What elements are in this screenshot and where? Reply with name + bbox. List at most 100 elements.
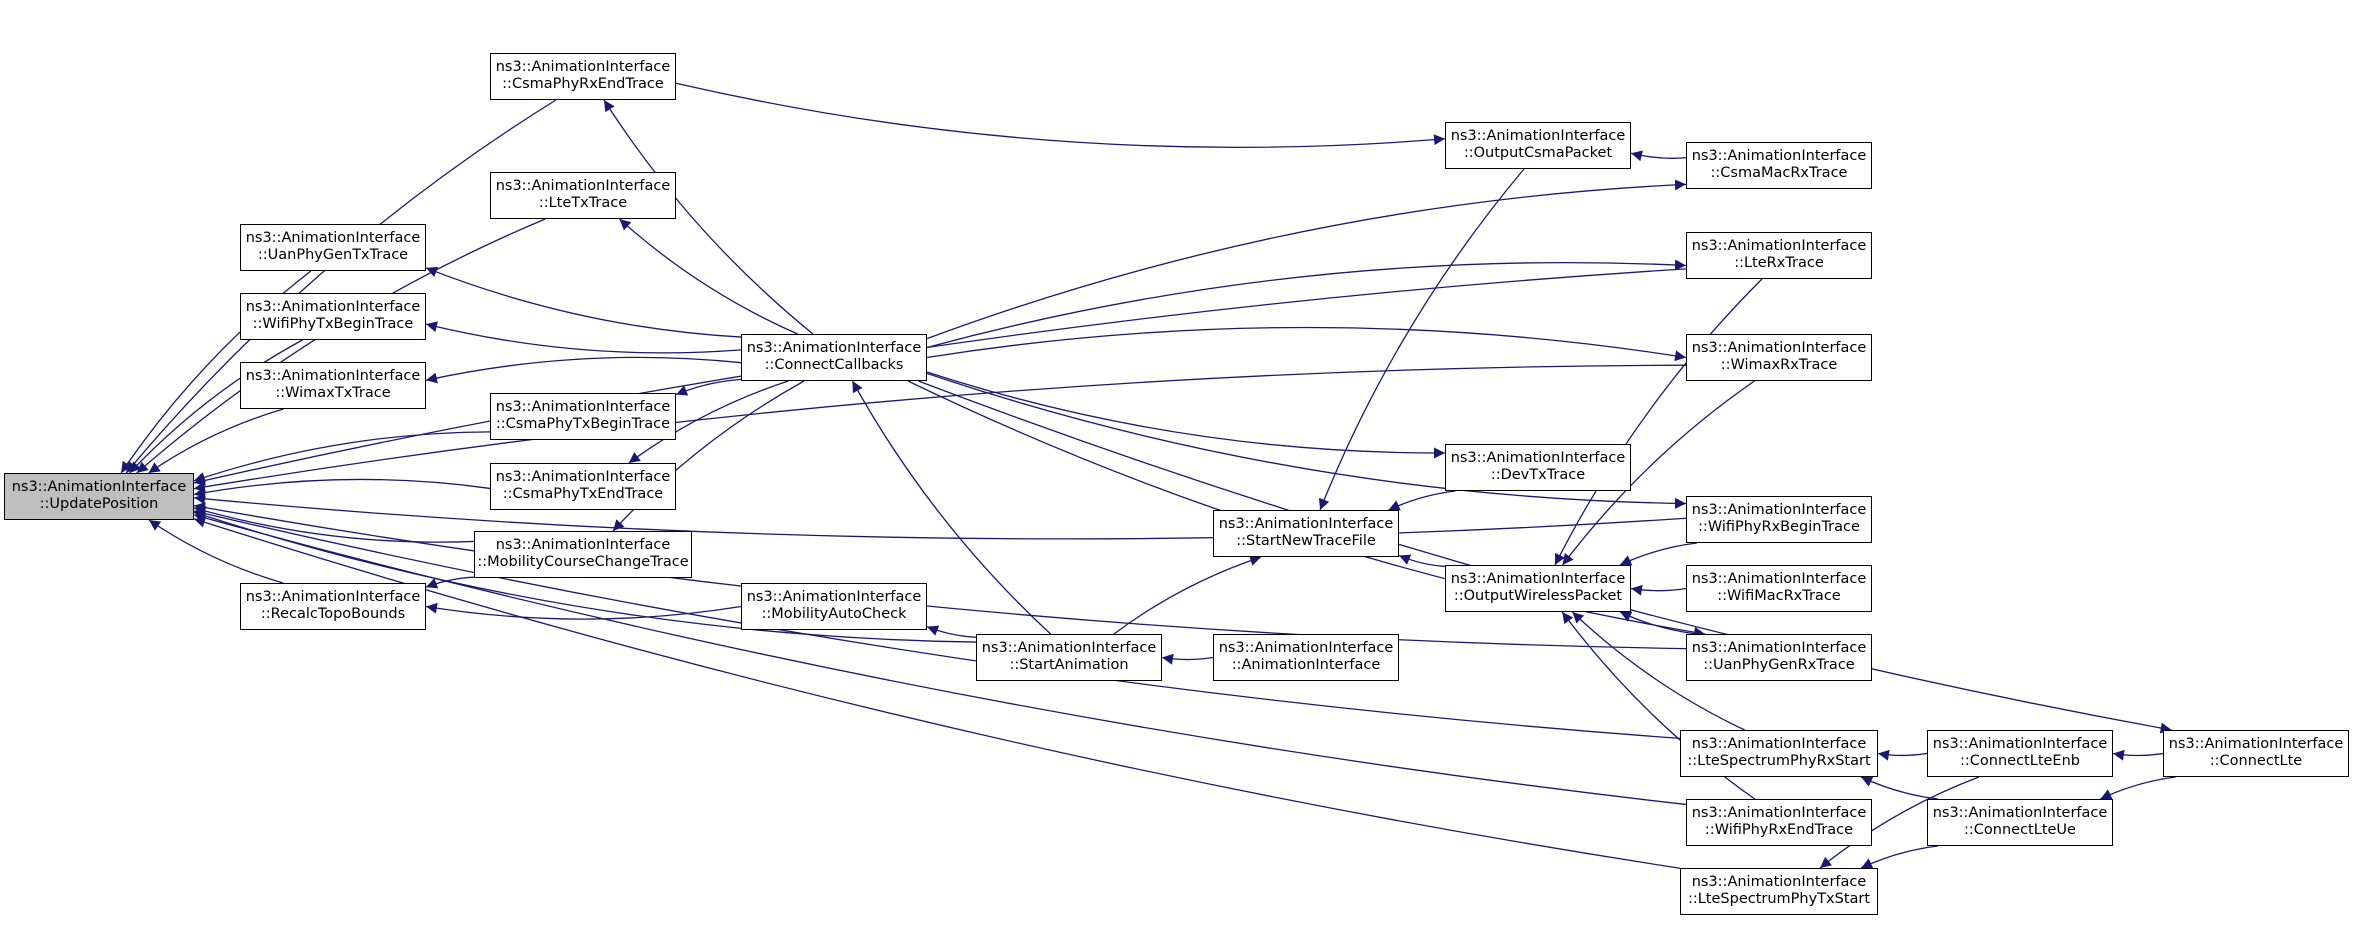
- node-connect-lte-enb[interactable]: ns3::AnimationInterface ::ConnectLteEnb: [1927, 730, 2113, 777]
- node-method: ::LteSpectrumPhyRxStart: [1687, 753, 1871, 769]
- node-namespace: ns3::AnimationInterface: [1691, 874, 1867, 890]
- edge-ConnectCallbacks-to-LteRxTrace: [926, 259, 1687, 349]
- node-namespace: ns3::AnimationInterface: [1450, 571, 1626, 587]
- node-method: ::MobilityAutoCheck: [761, 606, 907, 622]
- node-namespace: ns3::AnimationInterface: [495, 469, 671, 485]
- node-csma-mac-rx-trace[interactable]: ns3::AnimationInterface ::CsmaMacRxTrace: [1686, 142, 1872, 189]
- edge-ConnectCallbacks-to-UanPhyGenTxTrace: [425, 266, 742, 338]
- node-connect-lte-ue[interactable]: ns3::AnimationInterface ::ConnectLteUe: [1927, 799, 2113, 846]
- node-method: ::WimaxTxTrace: [275, 385, 391, 401]
- node-namespace: ns3::AnimationInterface: [746, 340, 922, 356]
- node-output-wireless-packet[interactable]: ns3::AnimationInterface ::OutputWireless…: [1445, 565, 1631, 612]
- node-mobility-course-change-trace[interactable]: ns3::AnimationInterface ::MobilityCourse…: [474, 531, 692, 578]
- node-method: ::WimaxRxTrace: [1720, 357, 1838, 373]
- edge-CsmaPhyTxEndTrace-to-UpdatePosition: [193, 478, 491, 498]
- node-namespace: ns3::AnimationInterface: [245, 230, 421, 246]
- node-connect-lte[interactable]: ns3::AnimationInterface ::ConnectLte: [2163, 730, 2349, 777]
- node-namespace: ns3::AnimationInterface: [746, 589, 922, 605]
- node-wifi-phy-rx-begin-trace[interactable]: ns3::AnimationInterface ::WifiPhyRxBegin…: [1686, 496, 1872, 543]
- node-output-csma-packet[interactable]: ns3::AnimationInterface ::OutputCsmaPack…: [1445, 122, 1631, 169]
- node-uan-phy-gen-rx-trace[interactable]: ns3::AnimationInterface ::UanPhyGenRxTra…: [1686, 634, 1872, 681]
- node-namespace: ns3::AnimationInterface: [1691, 640, 1867, 656]
- edge-StartAnimation-to-MobilityAutoCheck: [926, 625, 977, 638]
- node-csma-phy-tx-end-trace[interactable]: ns3::AnimationInterface ::CsmaPhyTxEndTr…: [490, 463, 676, 510]
- node-method: ::WifiMacRxTrace: [1717, 588, 1841, 604]
- edge-ConnectCallbacks-to-WimaxTxTrace: [425, 356, 742, 384]
- node-method: ::RecalcTopoBounds: [260, 606, 406, 622]
- node-wifi-mac-rx-trace[interactable]: ns3::AnimationInterface ::WifiMacRxTrace: [1686, 565, 1872, 612]
- node-method: ::ConnectLteUe: [1964, 822, 2076, 838]
- edge-MobilityCourseChangeTrace-to-RecalcTopoBounds: [425, 576, 475, 589]
- node-method: ::CsmaPhyTxEndTrace: [502, 486, 664, 502]
- edge-ConnectLteEnb-to-LteSpectrumPhyRxStart: [1877, 749, 1928, 761]
- edge-MobilityAutoCheck-to-RecalcTopoBounds: [425, 602, 742, 620]
- edge-UanPhyGenRxTrace-to-OutputWirelessPacket: [1619, 611, 1697, 635]
- node-method: ::WifiPhyRxEndTrace: [1704, 822, 1854, 838]
- node-namespace: ns3::AnimationInterface: [495, 59, 671, 75]
- node-wifi-phy-tx-begin-trace[interactable]: ns3::AnimationInterface ::WifiPhyTxBegin…: [240, 293, 426, 340]
- node-method: ::ConnectLte: [2209, 753, 2303, 769]
- node-namespace: ns3::AnimationInterface: [1932, 736, 2108, 752]
- edge-CsmaMacRxTrace-to-OutputCsmaPacket: [1630, 150, 1687, 162]
- node-namespace: ns3::AnimationInterface: [495, 178, 671, 194]
- node-namespace: ns3::AnimationInterface: [495, 399, 671, 415]
- node-namespace: ns3::AnimationInterface: [1691, 502, 1867, 518]
- node-update-position[interactable]: ns3::AnimationInterface ::UpdatePosition: [4, 473, 194, 520]
- edge-WifiPhyRxBeginTrace-to-UpdatePosition: [193, 493, 1687, 540]
- node-method: ::UanPhyGenTxTrace: [257, 247, 409, 263]
- edge-ConnectLteEnb-to-LteSpectrumPhyTxStart: [1819, 776, 1980, 869]
- edge-RecalcTopoBounds-to-UpdatePosition: [148, 519, 284, 584]
- node-wimax-rx-trace[interactable]: ns3::AnimationInterface ::WimaxRxTrace: [1686, 334, 1872, 381]
- node-method: ::CsmaPhyTxBeginTrace: [495, 416, 671, 432]
- node-namespace: ns3::AnimationInterface: [11, 479, 187, 495]
- node-namespace: ns3::AnimationInterface: [1932, 805, 2108, 821]
- edge-WifiPhyRxEndTrace-to-UpdatePosition: [193, 512, 1687, 806]
- node-lte-tx-trace[interactable]: ns3::AnimationInterface ::LteTxTrace: [490, 172, 676, 219]
- node-wimax-tx-trace[interactable]: ns3::AnimationInterface ::WimaxTxTrace: [240, 362, 426, 409]
- node-recalc-topo-bounds[interactable]: ns3::AnimationInterface ::RecalcTopoBoun…: [240, 583, 426, 630]
- node-animation-interface[interactable]: ns3::AnimationInterface ::AnimationInter…: [1213, 634, 1399, 681]
- node-connect-callbacks[interactable]: ns3::AnimationInterface ::ConnectCallbac…: [741, 334, 927, 381]
- edge-ConnectCallbacks-to-DevTxTrace: [926, 371, 1446, 459]
- edge-UanPhyGenRxTrace-to-UpdatePosition: [193, 502, 1687, 650]
- node-namespace: ns3::AnimationInterface: [1450, 128, 1626, 144]
- edge-AnimationInterface-to-StartAnimation: [1161, 653, 1214, 665]
- edge-StartAnimation-to-ConnectCallbacks: [851, 380, 1052, 635]
- edge-ConnectLte-to-ConnectLteUe: [2100, 776, 2176, 800]
- node-namespace: ns3::AnimationInterface: [1691, 238, 1867, 254]
- node-dev-tx-trace[interactable]: ns3::AnimationInterface ::DevTxTrace: [1445, 444, 1631, 491]
- edge-LteRxTrace-to-OutputWirelessPacket: [1554, 278, 1763, 566]
- edge-OutputCsmaPacket-to-StartNewTraceFile: [1319, 168, 1525, 511]
- node-lte-spectrum-phy-tx-start[interactable]: ns3::AnimationInterface ::LteSpectrumPhy…: [1680, 868, 1878, 915]
- edge-WifiPhyRxEndTrace-to-OutputWirelessPacket: [1561, 611, 1756, 800]
- node-namespace: ns3::AnimationInterface: [1691, 736, 1867, 752]
- edge-WimaxTxTrace-to-UpdatePosition: [148, 408, 284, 474]
- node-lte-rx-trace[interactable]: ns3::AnimationInterface ::LteRxTrace: [1686, 232, 1872, 279]
- node-method: ::DevTxTrace: [1490, 467, 1586, 483]
- node-csma-phy-rx-end-trace[interactable]: ns3::AnimationInterface ::CsmaPhyRxEndTr…: [490, 53, 676, 100]
- node-method: ::CsmaPhyRxEndTrace: [502, 76, 664, 92]
- node-method: ::ConnectLteEnb: [1960, 753, 2080, 769]
- node-wifi-phy-rx-end-trace[interactable]: ns3::AnimationInterface ::WifiPhyRxEndTr…: [1686, 799, 1872, 846]
- edge-WimaxRxTrace-to-OutputWirelessPacket: [1562, 380, 1755, 566]
- node-namespace: ns3::AnimationInterface: [1691, 805, 1867, 821]
- edge-CsmaPhyTxBeginTrace-to-UpdatePosition: [193, 431, 491, 483]
- edge-ConnectCallbacks-to-WifiPhyTxBeginTrace: [425, 321, 742, 354]
- node-csma-phy-tx-begin-trace[interactable]: ns3::AnimationInterface ::CsmaPhyTxBegin…: [490, 393, 676, 440]
- edge-ConnectCallbacks-to-WifiPhyRxBeginTrace: [926, 372, 1687, 509]
- node-method: ::AnimationInterface: [1231, 657, 1381, 673]
- node-method: ::StartAnimation: [1009, 657, 1129, 673]
- node-namespace: ns3::AnimationInterface: [1691, 571, 1867, 587]
- node-uan-phy-gen-tx-trace[interactable]: ns3::AnimationInterface ::UanPhyGenTxTra…: [240, 224, 426, 271]
- edge-WifiPhyTxBeginTrace-to-UpdatePosition: [129, 339, 303, 474]
- node-start-new-trace-file[interactable]: ns3::AnimationInterface ::StartNewTraceF…: [1213, 510, 1399, 557]
- edge-ConnectLteUe-to-LteSpectrumPhyTxStart: [1860, 845, 1938, 869]
- node-start-animation[interactable]: ns3::AnimationInterface ::StartAnimation: [976, 634, 1162, 681]
- edge-WifiMacRxTrace-to-OutputWirelessPacket: [1630, 584, 1687, 596]
- edge-OutputWirelessPacket-to-StartNewTraceFile: [1398, 554, 1446, 568]
- node-lte-spectrum-phy-rx-start[interactable]: ns3::AnimationInterface ::LteSpectrumPhy…: [1680, 730, 1878, 777]
- node-method: ::StartNewTraceFile: [1236, 533, 1376, 549]
- node-namespace: ns3::AnimationInterface: [245, 299, 421, 315]
- edge-ConnectLte-to-ConnectLteEnb: [2112, 749, 2164, 761]
- node-mobility-auto-check[interactable]: ns3::AnimationInterface ::MobilityAutoCh…: [741, 583, 927, 630]
